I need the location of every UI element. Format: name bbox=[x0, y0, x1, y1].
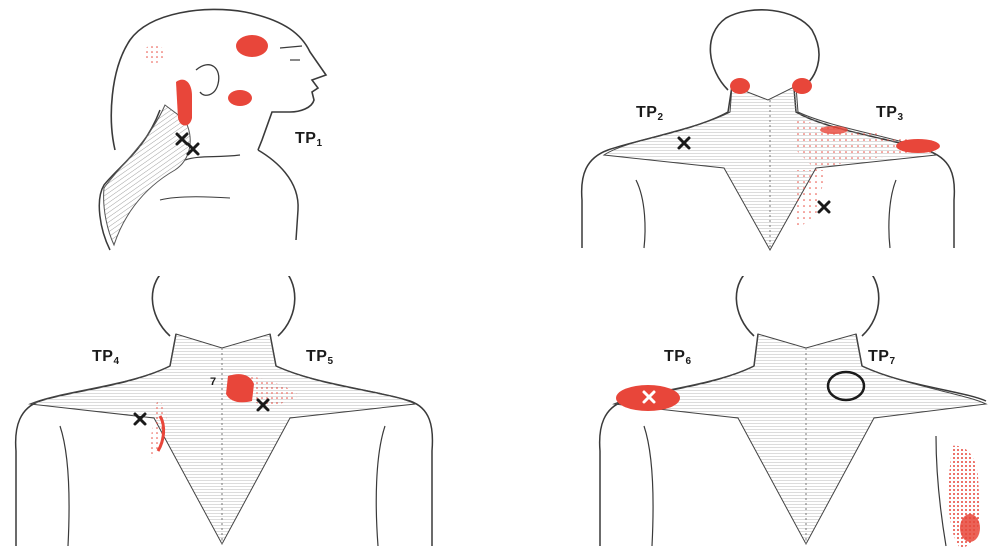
side-view-figure bbox=[0, 0, 496, 276]
panel-side-view: TP1 bbox=[0, 0, 496, 276]
back-middle-figure bbox=[0, 276, 496, 552]
referral-zone-occipital bbox=[143, 45, 165, 63]
head-outline bbox=[152, 276, 294, 336]
referral-zone-temple bbox=[236, 35, 268, 57]
tp6-label: TP6 bbox=[664, 348, 692, 367]
referral-zone-shoulder bbox=[896, 139, 940, 153]
tp1-label: TP1 bbox=[295, 130, 323, 149]
neck-muscle bbox=[104, 105, 191, 245]
panel-back-middle: TP4 TP5 7 bbox=[0, 276, 496, 552]
back-lower-figure bbox=[496, 276, 992, 552]
back-upper-figure bbox=[496, 0, 992, 276]
referral-zone-neck bbox=[176, 80, 192, 126]
panel-back-upper: TP2 TP3 bbox=[496, 0, 992, 276]
tp2-label: TP2 bbox=[636, 104, 664, 123]
head-outline bbox=[736, 276, 878, 336]
referral-zone-left-neck bbox=[730, 78, 750, 94]
referral-zone-jaw bbox=[228, 90, 252, 106]
panel-back-lower: TP6 TP7 bbox=[496, 276, 992, 552]
ear-outline bbox=[196, 65, 219, 96]
trigger-point-marker bbox=[819, 202, 829, 212]
tp3-label: TP3 bbox=[876, 104, 904, 123]
referral-zone-rhomboid bbox=[226, 374, 254, 402]
tp7-label: TP7 bbox=[868, 348, 896, 367]
tp5-label: TP5 bbox=[306, 348, 334, 367]
tp4-label: TP4 bbox=[92, 348, 120, 367]
referral-zone-right-neck bbox=[792, 78, 812, 94]
vertebra-label: 7 bbox=[210, 376, 216, 388]
